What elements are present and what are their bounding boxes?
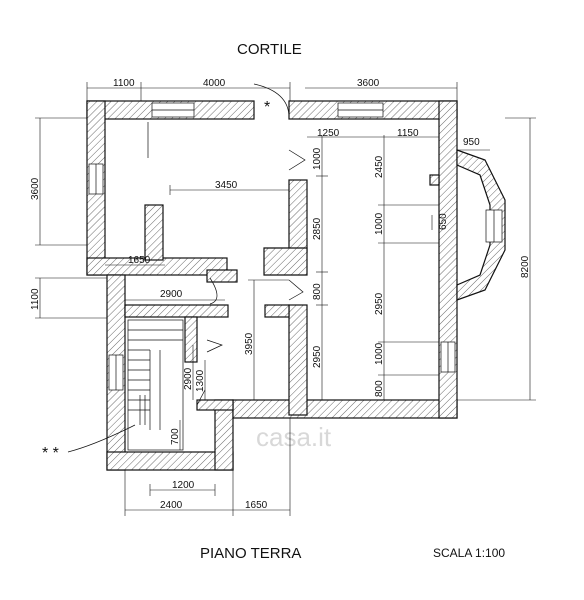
door-stair <box>206 339 223 353</box>
wall-left-stub <box>144 204 164 261</box>
wall-stair-top <box>124 304 229 318</box>
dim-bottom-2400: 2400 <box>160 500 183 511</box>
wall-bottom-left <box>106 451 234 471</box>
dim-v-3950: 3950 <box>244 332 255 355</box>
wall-entry-block <box>264 304 290 318</box>
dim-v-1300: 1300 <box>195 369 206 392</box>
scale-label: SCALA 1:100 <box>433 546 505 560</box>
wall-bay-partition-upper <box>429 174 440 186</box>
dim-top-1100: 1100 <box>113 78 135 89</box>
wall-central-lower <box>288 304 308 416</box>
wall-central-upper <box>288 179 308 253</box>
door-left-room <box>209 277 218 305</box>
dim-1650-mid: 1650 <box>128 255 151 266</box>
wall-small-room-top <box>196 399 234 411</box>
door-mid <box>288 279 304 301</box>
dim-v-2450: 2450 <box>374 155 385 178</box>
dim-3450: 3450 <box>215 180 238 191</box>
watermark-logo: casa.it <box>256 422 332 452</box>
floor-title: PIANO TERRA <box>200 545 301 562</box>
door-entry-star <box>253 83 290 120</box>
wall-mid-center <box>206 269 238 283</box>
dim-right-8200: 8200 <box>520 255 531 278</box>
dim-1250: 1250 <box>317 128 340 139</box>
wall-central-jog <box>263 247 308 276</box>
dim-v-2950-b: 2950 <box>312 345 323 368</box>
dim-v-1000-b: 1000 <box>374 212 385 235</box>
dim-v-700: 700 <box>170 428 181 445</box>
dim-2900-horizontal: 2900 <box>160 289 183 300</box>
bay-window <box>456 149 506 301</box>
note-marker: * * <box>42 445 59 462</box>
wall-right <box>438 100 458 419</box>
dim-bottom-1650: 1650 <box>245 500 268 511</box>
courtyard-label: CORTILE <box>237 41 302 58</box>
dim-950: 950 <box>463 137 480 148</box>
dim-v-2950-a: 2950 <box>374 292 385 315</box>
dim-bottom-1200: 1200 <box>172 480 195 491</box>
dim-top-3600: 3600 <box>357 78 380 89</box>
dim-v-650: 650 <box>438 213 449 230</box>
dim-top-4000: 4000 <box>203 78 226 89</box>
dim-v-2850: 2850 <box>312 217 323 240</box>
dim-v-800-b: 800 <box>374 380 385 397</box>
wall-stair-mid <box>184 316 198 363</box>
dim-left-3600: 3600 <box>30 177 41 200</box>
dim-v-1000-c: 1000 <box>374 342 385 365</box>
dim-v-1000-a: 1000 <box>312 147 323 170</box>
dim-v-2900: 2900 <box>183 367 194 390</box>
dim-left-1100: 1100 <box>30 288 41 310</box>
door-small-room <box>196 389 206 406</box>
dim-v-800-a: 800 <box>312 283 323 300</box>
staircase <box>127 319 184 451</box>
door-central <box>288 149 306 171</box>
dim-1150: 1150 <box>397 128 419 139</box>
wall-bottom-right <box>232 399 458 419</box>
entry-marker: * <box>264 99 270 116</box>
